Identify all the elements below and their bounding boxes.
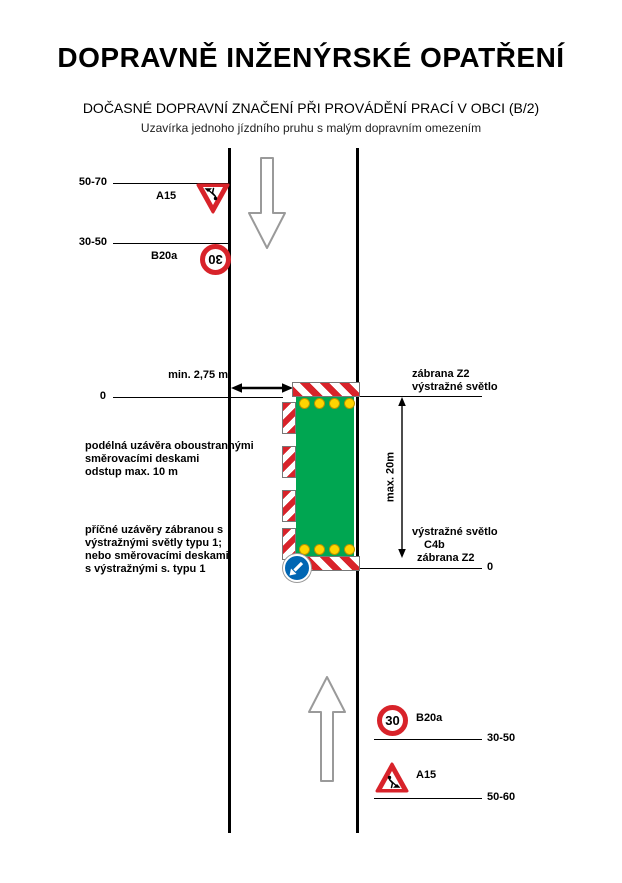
page-description: Uzavírka jednoho jízdního pruhu s malým … <box>140 121 482 135</box>
barrier-z2-label-top: zábrana Z2 <box>412 368 470 380</box>
zero-label-left: 0 <box>99 390 106 402</box>
datum-line-right-top <box>359 396 482 397</box>
warning-light-icon <box>314 544 325 555</box>
barrier-z2-top <box>292 382 360 397</box>
distance-label-a15-top: 50-70 <box>78 176 107 188</box>
a15-code-top: A15 <box>156 190 177 202</box>
warning-light-icon <box>344 544 355 555</box>
traffic-arrow-down-icon <box>248 157 286 249</box>
directional-board-icon <box>282 490 296 522</box>
page-title: DOPRAVNĚ INŽENÝRSKÉ OPATŘENÍ <box>57 42 565 73</box>
zero-datum-line-left <box>113 397 283 398</box>
min-width-dimension-arrow-icon <box>231 381 293 395</box>
warning-light-label-top: výstražné světlo <box>412 381 498 393</box>
longitudinal-closure-note: podélná uzávěra oboustrannými směrovacím… <box>85 440 254 478</box>
distance-label-b20a-top: 30-50 <box>78 236 107 248</box>
warning-light-icon <box>329 398 340 409</box>
distance-line-b20a-bottom <box>374 739 482 740</box>
datum-line-right-bottom <box>359 568 482 569</box>
directional-board-icon <box>282 446 296 478</box>
b20a-code-top: B20a <box>151 250 178 262</box>
b20a-speed-limit-sign-bottom-icon: 30 <box>377 705 408 736</box>
c4b-pass-left-sign-icon <box>283 554 311 582</box>
warning-light-label-bottom: výstražné světlo <box>412 526 498 538</box>
traffic-arrow-up-icon <box>308 676 346 782</box>
distance-line-b20a-top <box>113 243 228 244</box>
warning-light-icon <box>314 398 325 409</box>
warning-light-icon <box>344 398 355 409</box>
page-subtitle: DOČASNÉ DOPRAVNÍ ZNAČENÍ PŘI PROVÁDĚNÍ P… <box>82 100 540 116</box>
max-length-label: max. 20m <box>384 451 397 503</box>
max-length-dimension-arrow-icon <box>397 397 407 558</box>
warning-light-icon <box>299 544 310 555</box>
warning-light-icon <box>329 544 340 555</box>
distance-line-a15-bottom <box>374 798 482 799</box>
transverse-closure-note: příčné uzávěry zábranou s výstražnými sv… <box>85 524 229 575</box>
c4b-label: C4b <box>424 539 445 551</box>
directional-board-icon <box>282 402 296 434</box>
a15-roadworks-sign-top-icon <box>196 183 230 214</box>
road-edge-right <box>356 148 359 833</box>
a15-code-bottom: A15 <box>416 769 437 781</box>
zero-label-right: 0 <box>487 561 494 573</box>
b20a-code-bottom: B20a <box>416 712 443 724</box>
b20a-speed-limit-sign-top-icon: 30 <box>200 244 231 275</box>
distance-label-b20a-bottom: 30-50 <box>487 732 516 744</box>
road-edge-left <box>228 148 231 833</box>
work-zone <box>296 396 354 557</box>
warning-light-icon <box>299 398 310 409</box>
barrier-z2-label-bottom: zábrana Z2 <box>417 552 475 564</box>
distance-label-a15-bottom: 50-60 <box>487 791 516 803</box>
min-width-label: min. 2,75 m <box>168 369 228 381</box>
a15-roadworks-sign-bottom-icon <box>375 762 409 793</box>
distance-line-a15-top <box>113 183 228 184</box>
